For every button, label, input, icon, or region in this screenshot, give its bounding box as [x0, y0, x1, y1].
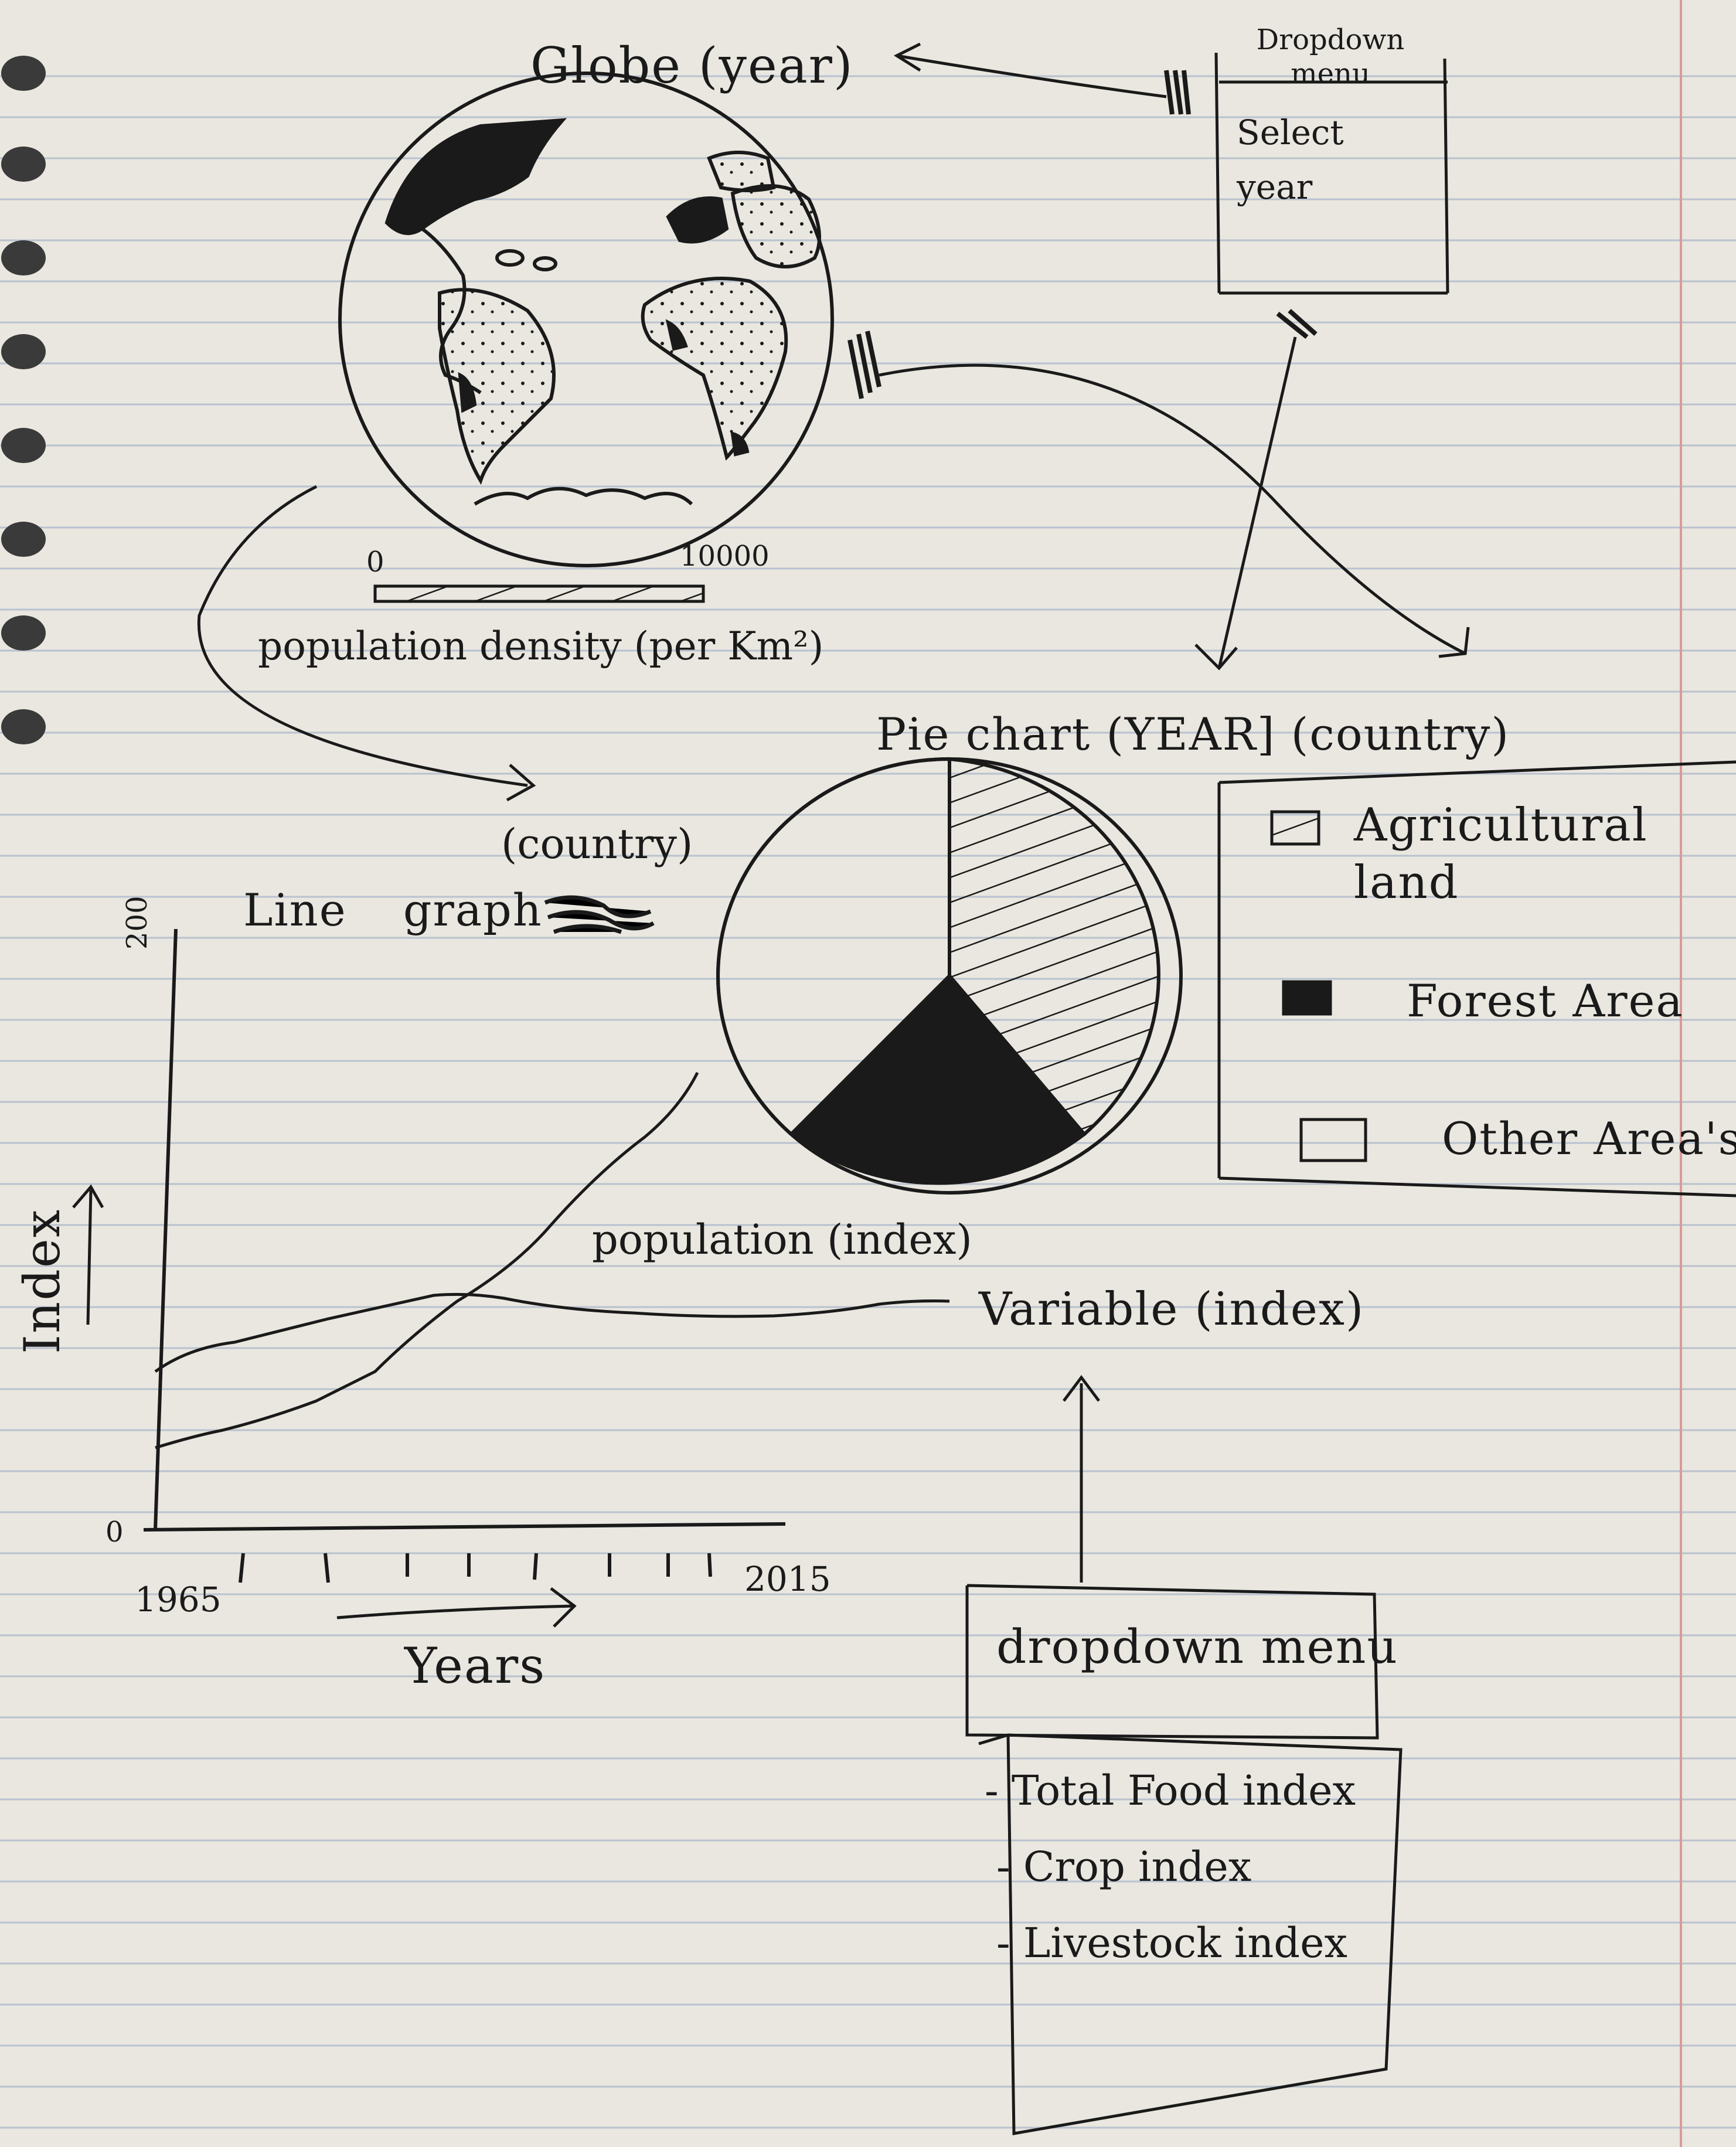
legend-label-forest: Forest Area	[1407, 975, 1684, 1027]
density-scale-min: 0	[366, 546, 384, 579]
pie-chart[interactable]	[716, 757, 1183, 1195]
population-line	[155, 1071, 699, 1450]
arrow-index	[86, 1189, 93, 1325]
variable-option-livestock[interactable]: - Livestock index	[996, 1919, 1347, 1967]
line-graph-title: Line graph	[243, 884, 543, 936]
x-axis-end: 2015	[744, 1559, 831, 1599]
legend-swatch-empty	[1299, 1118, 1367, 1162]
globe-title: Globe (year)	[530, 37, 854, 94]
south-america-shape	[438, 288, 556, 485]
binder-holes	[1, 56, 46, 744]
pie-slice-forest	[788, 973, 1087, 1185]
arrow-dropdown-to-pie	[1217, 336, 1297, 669]
y-axis-zero: 0	[105, 1516, 124, 1549]
pie-chart-title: Pie chart (YEAR] (country)	[876, 708, 1510, 760]
y-axis-top: 200	[121, 896, 154, 950]
arrow-globe-to-line	[197, 485, 528, 787]
density-scale-max: 10000	[680, 540, 770, 573]
legend-label-agricultural: Agricultural land	[1354, 799, 1648, 909]
variable-option-crop[interactable]: - Crop index	[996, 1843, 1252, 1891]
line-graph-country: (country)	[501, 820, 693, 868]
variable-dropdown-header[interactable]: dropdown menu	[996, 1619, 1398, 1674]
variable-option-total-food[interactable]: - Total Food index	[985, 1767, 1356, 1815]
line-graph-axes	[143, 928, 786, 1583]
pie-slice-other	[716, 757, 951, 1137]
variable-line	[154, 1292, 950, 1373]
year-dropdown-header: Dropdown menu	[1256, 23, 1405, 90]
legend-swatch-filled	[1282, 980, 1332, 1016]
year-dropdown-frame	[1214, 52, 1449, 295]
pie-slice-agricultural	[948, 757, 1160, 1137]
globe-selection-marker	[847, 331, 881, 399]
year-dropdown-placeholder[interactable]: Select year	[1237, 113, 1344, 207]
arrow-years	[336, 1604, 575, 1619]
europe-shape	[666, 196, 729, 244]
greenland-shape	[384, 118, 567, 235]
legend-label-other: Other Area's	[1442, 1112, 1736, 1165]
variable-series-label: Variable (index)	[979, 1283, 1365, 1336]
line-graph-series	[154, 1071, 950, 1450]
scribble-out	[544, 895, 655, 934]
y-axis-label: Index	[13, 1208, 71, 1354]
density-color-bar	[373, 584, 705, 603]
year-dropdown-handle	[1164, 70, 1318, 339]
asia-shape	[730, 184, 821, 268]
population-series-label: population (index)	[592, 1216, 972, 1264]
pie-legend-frame	[1217, 760, 1736, 1197]
density-scale-label: population density (per Km²)	[258, 624, 824, 669]
africa-shape	[641, 277, 788, 461]
variable-dropdown-frame	[965, 1584, 1403, 2135]
x-axis-start: 1965	[135, 1580, 222, 1619]
x-axis-label: Years	[404, 1637, 546, 1695]
arrows	[72, 42, 1470, 1628]
arrow-dropdown-to-globe	[896, 54, 1167, 98]
legend-swatch-hatched	[1270, 810, 1320, 846]
arrow-globe-to-pie	[879, 363, 1466, 655]
globe[interactable]	[338, 72, 834, 567]
